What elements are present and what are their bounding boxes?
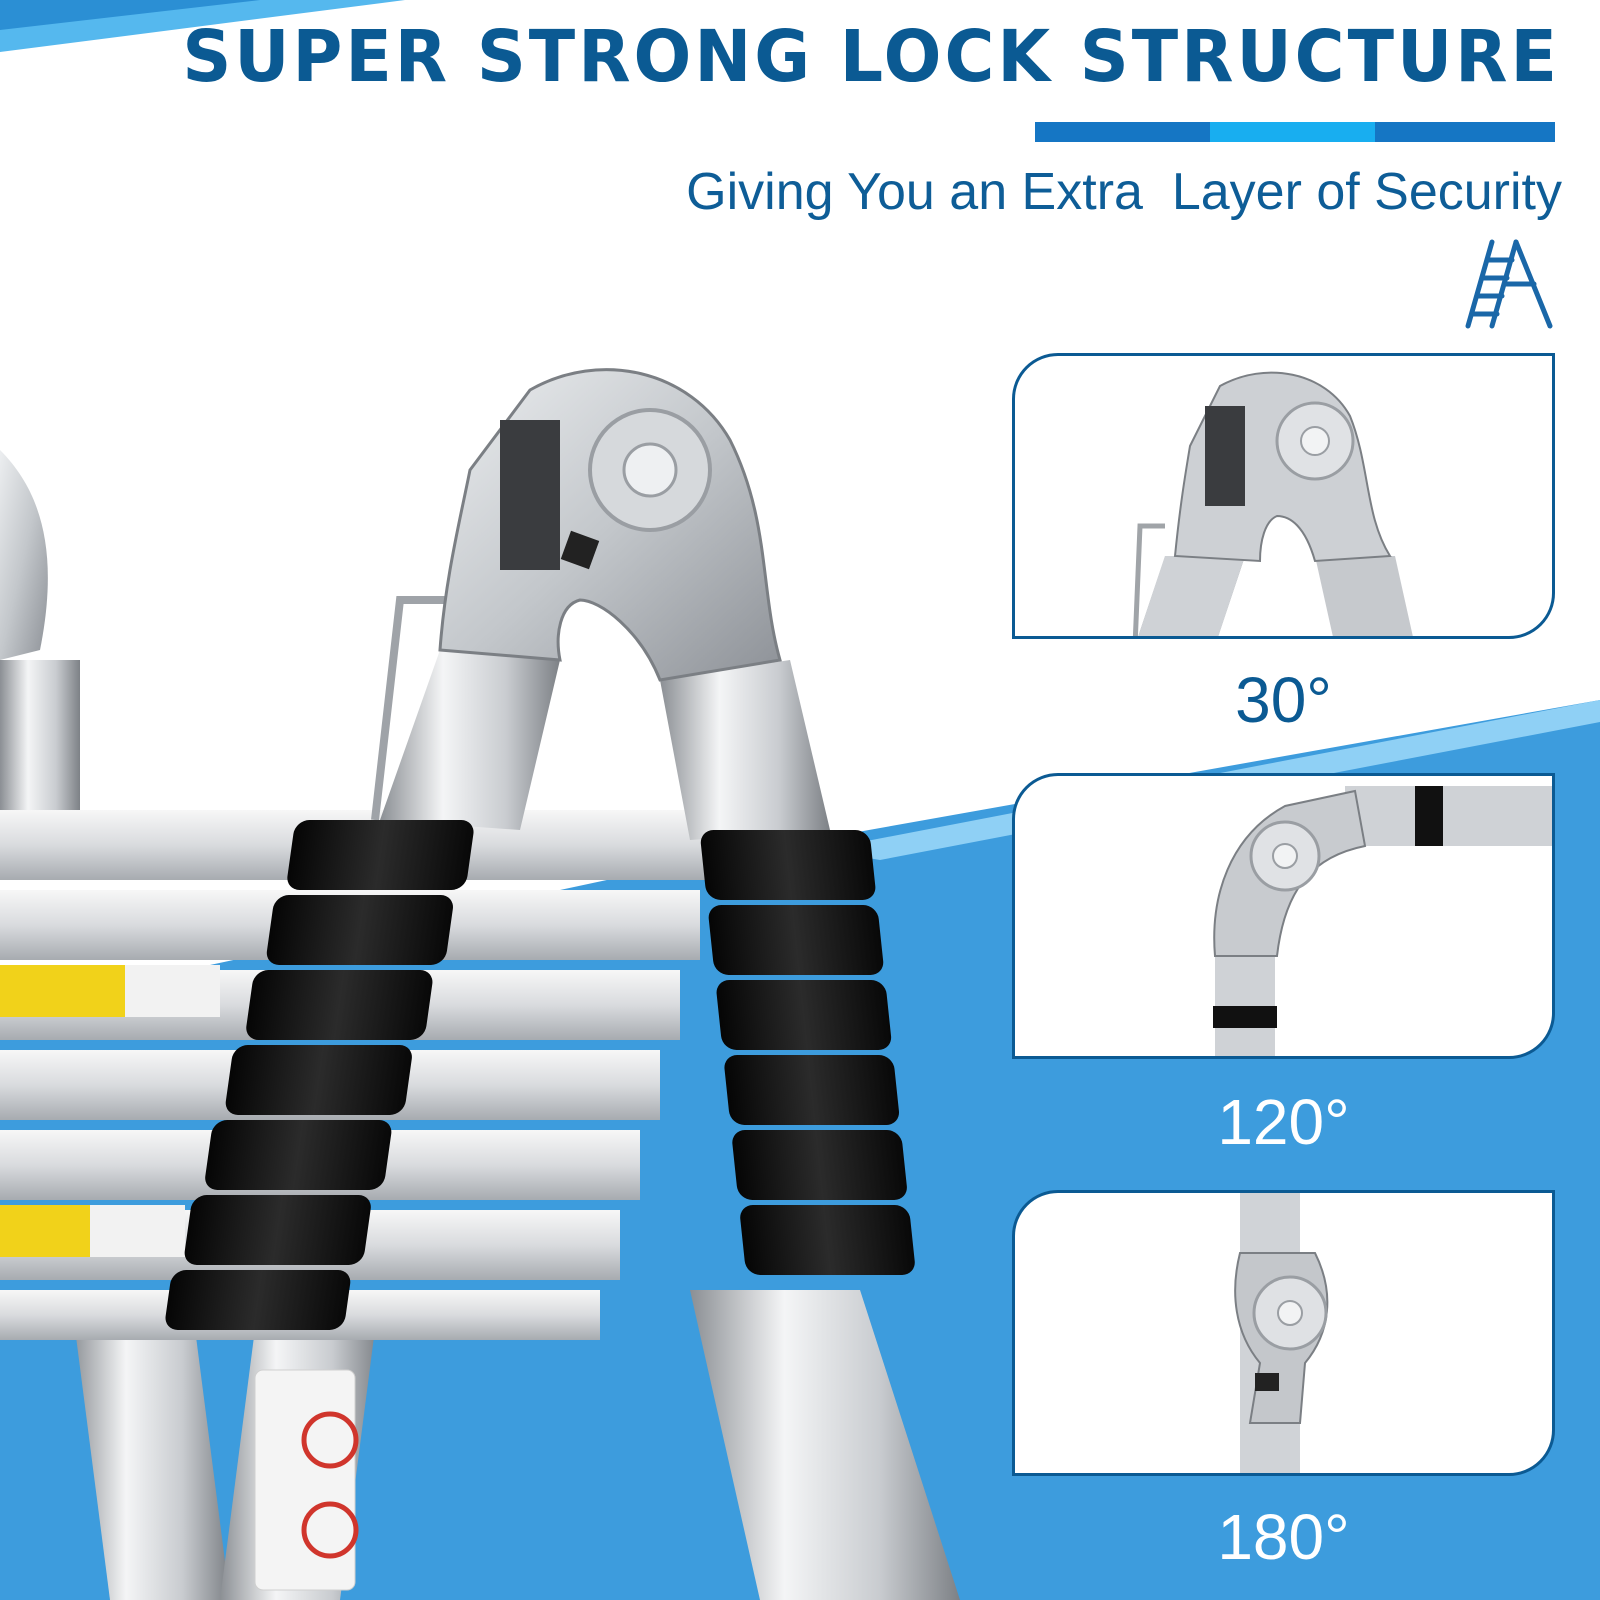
headline-underline [1035, 122, 1555, 142]
headline: SUPER STRONG LOCK STRUCTURE [182, 16, 1560, 99]
ladder-hinge-closeup [0, 368, 960, 1600]
angle-label-120: 120° [1217, 1086, 1350, 1158]
angle-panel-180 [1012, 1190, 1555, 1476]
top-left-accent-stripe [0, 0, 405, 52]
angle-label-180: 180° [1217, 1501, 1350, 1573]
angle-label-30: 30° [1235, 664, 1332, 736]
hinge-120-image [1213, 786, 1552, 1056]
hinge-180-image [1234, 1193, 1329, 1473]
ladder-icon [1465, 239, 1553, 329]
angle-panel-120 [1012, 773, 1555, 1059]
subhead: Giving You an Extra Layer of Security [686, 163, 1562, 221]
angle-panel-30 [1012, 353, 1555, 639]
hinge-30-image [1132, 371, 1413, 636]
